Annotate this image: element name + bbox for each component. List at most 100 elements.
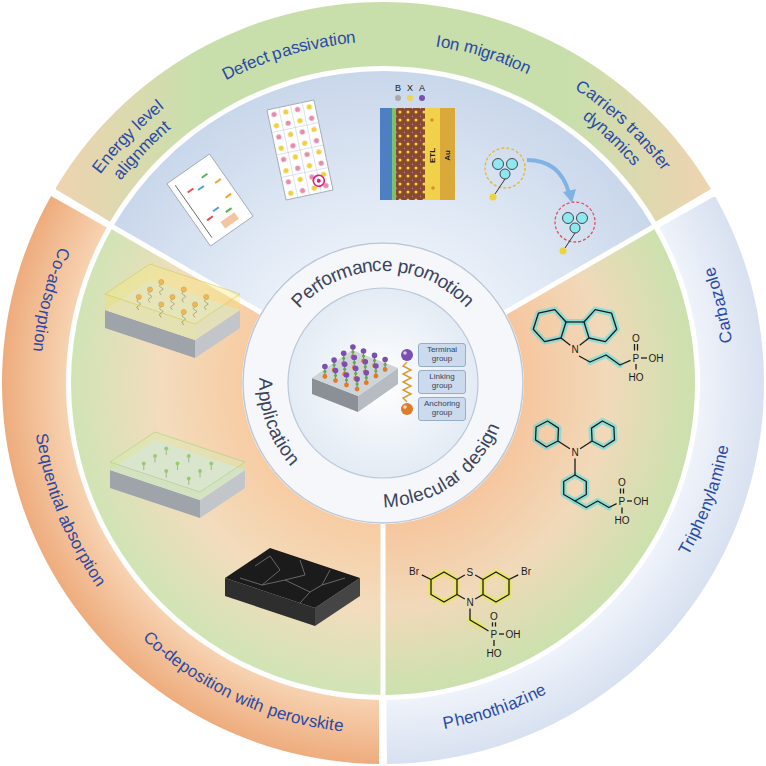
energy-level-card-part bbox=[187, 188, 194, 194]
molecule-legend-part bbox=[403, 362, 411, 402]
carbazole-structure-part bbox=[533, 310, 647, 370]
band-label: Energy level alignment bbox=[89, 92, 177, 185]
box-label: Linking group bbox=[421, 373, 463, 391]
band-shape bbox=[56, 2, 711, 222]
triphenylamine-structure-part-part bbox=[564, 475, 587, 501]
triphenylamine-structure-part-part bbox=[592, 421, 615, 447]
energy-level-card-part bbox=[175, 185, 212, 237]
charge-transfer-icons bbox=[485, 148, 595, 255]
carbazole-structure-part-part bbox=[580, 338, 589, 345]
ring-band: Energy level alignment Defect passivation… bbox=[56, 2, 711, 222]
carbazole-structure-part bbox=[533, 310, 620, 365]
triphenylamine-structure-part-part bbox=[621, 508, 622, 514]
perovskite-film-part-part bbox=[255, 556, 270, 566]
atom-label: N bbox=[467, 597, 474, 608]
triphenylamine-structure-part-part bbox=[580, 441, 592, 449]
carbazole-structure-part-part bbox=[584, 310, 617, 342]
triphenylamine-structure-part-part bbox=[564, 475, 587, 501]
band-shape bbox=[386, 197, 764, 764]
band-label: Ion migration bbox=[428, 31, 537, 79]
device-stack-part bbox=[407, 95, 413, 101]
band-label: Defect passivation bbox=[218, 27, 362, 84]
triphenylamine-structure-part-part bbox=[623, 489, 624, 494]
carbazole-structure-part-part bbox=[641, 357, 647, 358]
triphenylamine-structure-part-part bbox=[575, 501, 617, 508]
device-stack-part bbox=[380, 108, 392, 200]
band-shape bbox=[2, 196, 379, 764]
charge-transfer-icons-part-part bbox=[500, 169, 510, 179]
molecule-legend-part bbox=[401, 349, 413, 361]
atom-label: Br bbox=[521, 566, 531, 577]
sam-substrate bbox=[312, 344, 398, 412]
inner-ring bbox=[243, 243, 523, 523]
atom-label: P bbox=[633, 353, 640, 364]
energy-level-card-part bbox=[220, 212, 239, 228]
carbazole-structure-part-part bbox=[584, 310, 617, 342]
carbazole-structure-part-part bbox=[637, 344, 638, 351]
box-label: Anchoring group bbox=[421, 400, 463, 418]
charge-transfer-icons-part-part bbox=[555, 202, 595, 242]
phenothiazine-structure-part-part bbox=[483, 572, 509, 602]
charge-transfer-icons-part-part bbox=[570, 223, 580, 233]
band-label: Co-deposition with perovskite bbox=[139, 628, 350, 737]
layer-label: X bbox=[407, 83, 413, 93]
charge-transfer-icons-part-part bbox=[490, 194, 497, 201]
device-stack-part bbox=[396, 108, 425, 200]
charge-transfer-icons-part-part bbox=[485, 148, 525, 188]
device-stack-part bbox=[396, 108, 425, 200]
energy-level-card-part bbox=[212, 206, 219, 212]
energy-level-card-part bbox=[201, 173, 208, 179]
device-stack-part bbox=[395, 95, 401, 101]
carbazole-structure-part-part bbox=[533, 310, 566, 342]
band-label: Carriers transfer dynamics bbox=[572, 77, 680, 181]
phenothiazine-structure-part-part bbox=[492, 622, 493, 626]
text-glyph: A bbox=[254, 378, 276, 391]
charge-transfer-icons-part-part bbox=[507, 159, 518, 170]
sam-substrate-part bbox=[312, 350, 398, 396]
perovskite-film-part bbox=[240, 556, 345, 603]
sequential-slab-part bbox=[110, 432, 245, 492]
atom-label: OH bbox=[634, 496, 649, 507]
sam-substrate-part bbox=[333, 368, 339, 383]
band-label: Sequential absorption bbox=[31, 428, 110, 592]
lattice-card-part bbox=[267, 100, 333, 200]
phenothiazine-structure-part-part bbox=[431, 572, 457, 602]
sam-substrate-part bbox=[322, 364, 328, 379]
triphenylamine-structure-part-part bbox=[574, 459, 575, 476]
charge-transfer-icons-part-part bbox=[493, 159, 504, 170]
carbazole-structure-part-part bbox=[579, 355, 631, 365]
sam-substrate-part bbox=[354, 376, 360, 391]
sector-separator-part bbox=[381, 523, 386, 766]
phenothiazine-structure-part-part bbox=[457, 595, 465, 600]
atom-label: P bbox=[491, 629, 498, 640]
layer-label: B bbox=[395, 83, 401, 93]
energy-level-card-part bbox=[225, 193, 232, 199]
group-box: Terminal group bbox=[418, 343, 466, 367]
atom-label: N bbox=[572, 344, 579, 355]
perovskite-film-part-part bbox=[300, 570, 330, 603]
energy-level-card-part bbox=[225, 207, 232, 213]
lattice-card-part bbox=[316, 178, 321, 183]
triphenylamine-structure-part bbox=[536, 421, 633, 514]
triphenylamine-structure-part-part bbox=[558, 441, 570, 449]
lattice-card bbox=[267, 100, 333, 200]
sam-substrate-part bbox=[373, 363, 379, 378]
triphenylamine-structure-part-part bbox=[627, 500, 632, 501]
device-stack bbox=[380, 95, 455, 200]
triphenylamine-structure-part-part bbox=[536, 421, 559, 447]
atom-label: OH bbox=[649, 353, 664, 364]
text-glyph: c bbox=[372, 254, 383, 276]
group-box: Linking group bbox=[418, 370, 466, 394]
lattice-card-part bbox=[312, 174, 325, 187]
molecule-legend-part bbox=[403, 351, 407, 355]
group-box: Anchoring group bbox=[418, 397, 466, 421]
layer-label: Au bbox=[443, 150, 452, 161]
carbazole-structure-part-part bbox=[634, 344, 635, 351]
box-label: Terminal group bbox=[421, 346, 463, 364]
phenothiazine-structure-part-part bbox=[431, 572, 457, 602]
lattice-card-part bbox=[267, 100, 333, 200]
atom-label: OH bbox=[506, 629, 521, 640]
carbazole-structure-part-part bbox=[561, 338, 570, 345]
phenothiazine-structure-part-part bbox=[493, 640, 494, 646]
atom-label: O bbox=[490, 611, 498, 622]
